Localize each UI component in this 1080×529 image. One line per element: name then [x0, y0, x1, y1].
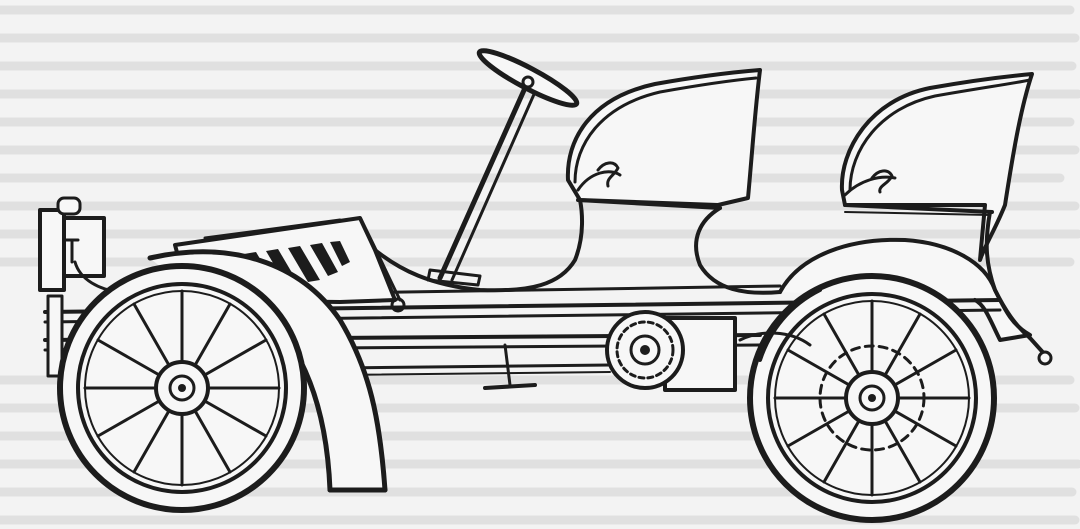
differential [605, 310, 812, 392]
front-wheel [57, 263, 307, 513]
rear-wheel [747, 273, 997, 523]
steering [426, 48, 580, 287]
rear-seat [839, 72, 1034, 262]
rear-fender-edge [758, 288, 822, 362]
front-seat [565, 68, 762, 210]
